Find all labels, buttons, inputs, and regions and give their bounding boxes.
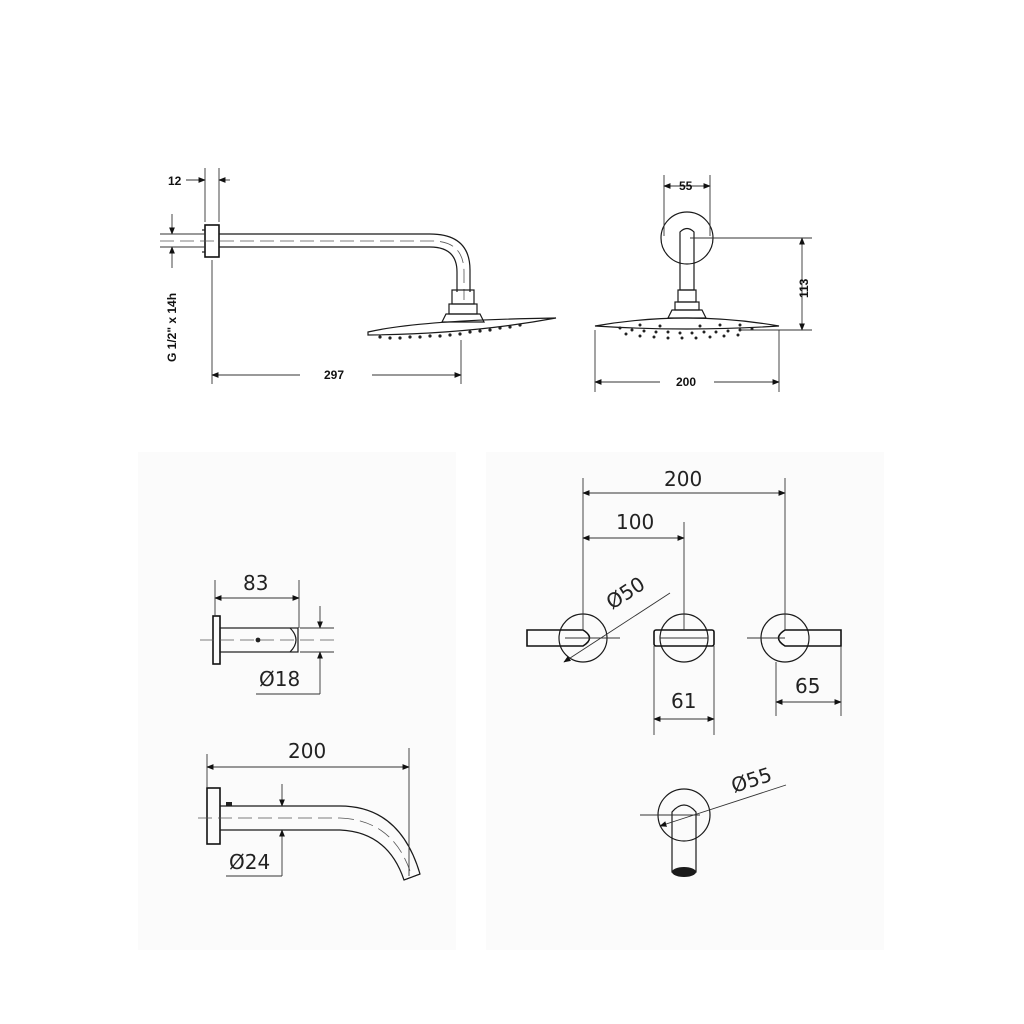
head-diameter-label: 200	[676, 375, 696, 389]
shower-arm-side-view: 12 G 1/2" x 14h 297	[160, 168, 557, 384]
spout-diameter-label: Ø24	[229, 850, 270, 874]
arm-front	[679, 227, 695, 291]
overall-width-label: 200	[664, 467, 702, 491]
spout-length-label: 200	[288, 739, 326, 763]
right-lever	[777, 629, 842, 647]
spout-flange	[206, 787, 221, 845]
lever-width-label: 61	[671, 689, 696, 713]
valve-side-view: 83 Ø18	[200, 571, 335, 695]
valve-diameter-label: Ø18	[259, 667, 300, 691]
valve-spout-panel	[138, 452, 456, 950]
spout-body	[220, 805, 421, 881]
spout-side-view: 200 Ø24	[198, 739, 421, 881]
flange-diameter-label: 55	[679, 179, 693, 193]
spout-front-view: Ø55	[640, 762, 787, 877]
shower-front-view: 55 113 200	[594, 175, 812, 392]
projection-label: 297	[324, 368, 344, 382]
left-lever	[526, 629, 591, 647]
valve-length-label: 83	[243, 571, 268, 595]
thread-label: G 1/2" x 14h	[165, 293, 179, 362]
shower-head	[367, 317, 557, 336]
nozzle-grid	[618, 323, 754, 340]
flange-thickness-label: 12	[168, 174, 182, 188]
spout-outlet	[672, 867, 696, 877]
lever-reach-label: 65	[795, 674, 820, 698]
shower-head-front	[594, 317, 780, 330]
nozzle-row	[378, 323, 522, 340]
center-spacing-label: 100	[616, 510, 654, 534]
shower-arm	[219, 233, 471, 292]
spout-front	[671, 804, 697, 873]
drop-label: 113	[797, 278, 811, 298]
